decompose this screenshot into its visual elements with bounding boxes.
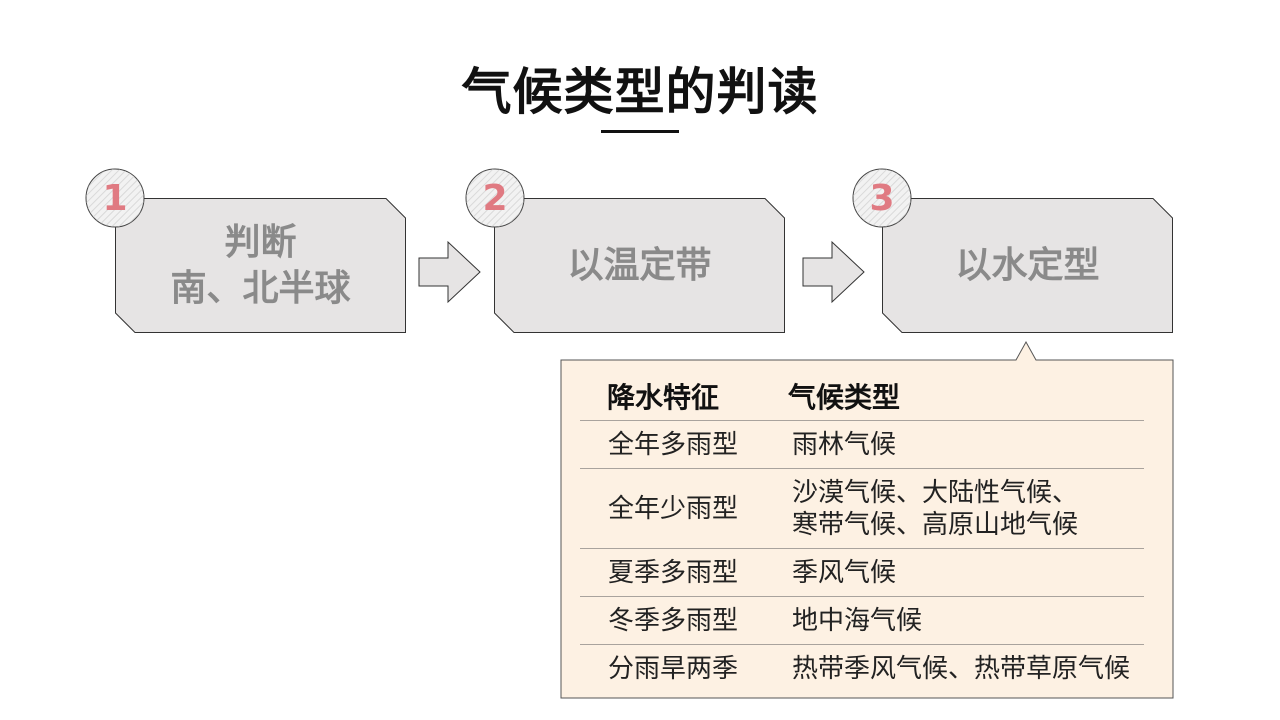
row-feature: 夏季多雨型 [607, 558, 738, 588]
row-type: 热带季风气候、热带草原气候 [792, 654, 1131, 684]
right-arrow-icon [418, 240, 482, 308]
row-type: 沙漠气候、大陆性气候、 寒带气候、高原山地气候 [792, 478, 1079, 540]
table-row: 全年多雨型 雨林气候 [580, 421, 1144, 469]
table-row: 冬季多雨型 地中海气候 [580, 597, 1144, 645]
step-box-1 [115, 198, 406, 333]
step-label-1: 判断 南、北半球 [170, 221, 351, 309]
step-label-2: 以温定带 [567, 244, 712, 286]
title-underline [601, 130, 679, 133]
step-box-1-border [115, 198, 406, 333]
step-box-3-border [882, 198, 1173, 333]
step-number-badge-1 [85, 168, 145, 228]
row-type: 季风气候 [792, 558, 897, 588]
table-row: 夏季多雨型 季风气候 [580, 549, 1144, 597]
table-row: 分雨旱两季 热带季风气候、热带草原气候 [580, 645, 1144, 692]
step-number-3: 3 [869, 177, 895, 219]
step-box-3 [882, 198, 1173, 333]
table-header-row: 降水特征 气候类型 [580, 364, 1144, 421]
step-box-2 [494, 198, 785, 333]
step-box-2-border [494, 198, 785, 333]
row-type: 雨林气候 [792, 430, 897, 460]
step-number-badge-2 [465, 168, 525, 228]
step-number-2: 2 [482, 177, 508, 219]
header-type: 气候类型 [788, 381, 901, 414]
climate-table: 降水特征 气候类型 全年多雨型 雨林气候 全年少雨型 沙漠气候、大陆性气候、 寒… [580, 364, 1144, 692]
step-label-3: 以水定型 [955, 244, 1100, 286]
header-feature: 降水特征 [606, 381, 719, 414]
row-feature: 全年少雨型 [607, 494, 738, 524]
row-feature: 冬季多雨型 [607, 606, 738, 636]
step-number-badge-3 [852, 168, 912, 228]
table-row: 全年少雨型 沙漠气候、大陆性气候、 寒带气候、高原山地气候 [580, 469, 1144, 549]
row-feature: 分雨旱两季 [607, 654, 738, 684]
row-feature: 全年多雨型 [607, 430, 738, 460]
step-number-1: 1 [102, 177, 128, 219]
page-title: 气候类型的判读 [461, 63, 819, 121]
right-arrow-icon [802, 240, 866, 308]
row-type: 地中海气候 [792, 606, 923, 636]
